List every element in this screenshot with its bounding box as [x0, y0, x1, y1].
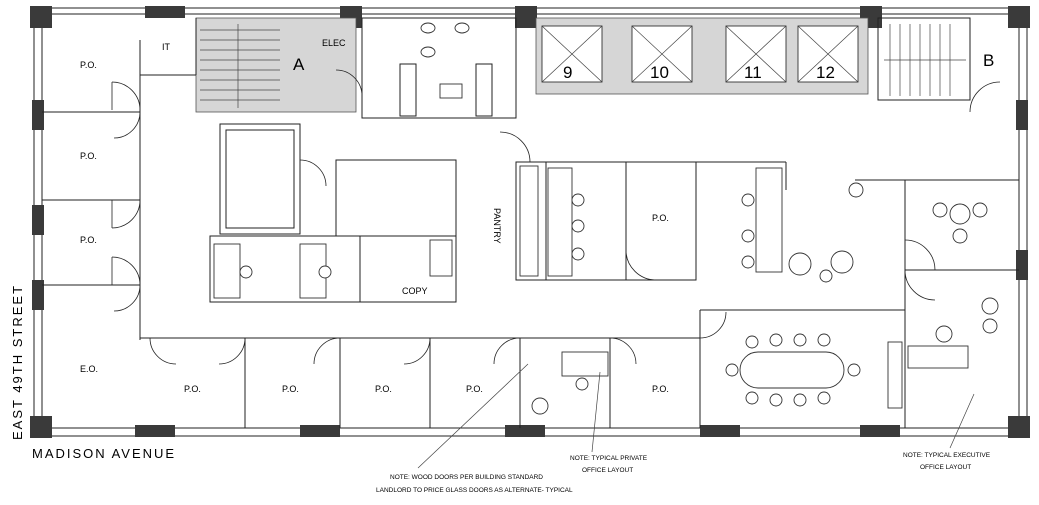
interior-partitions [42, 18, 1019, 428]
elevator-12-label: 12 [816, 63, 835, 82]
exec-office-label: E.O. [80, 364, 98, 374]
stair-a-label: A [293, 55, 305, 74]
restrooms [361, 17, 517, 119]
office-label: P.O. [80, 235, 97, 245]
building-core [195, 17, 971, 235]
furniture [213, 165, 999, 415]
office-label: P.O. [80, 151, 97, 161]
office-label: P.O. [652, 213, 669, 223]
note-private-line1: NOTE: TYPICAL PRIVATE [570, 455, 648, 462]
elevator-10-label: 10 [650, 63, 669, 82]
note-wood-doors-line2: LANDLORD TO PRICE GLASS DOORS AS ALTERNA… [376, 487, 573, 494]
stair-b-label: B [983, 51, 994, 70]
elec-room-label: ELEC [322, 38, 346, 48]
office-label: P.O. [375, 384, 392, 394]
labels: A B 9 10 11 12 IT ELEC COPY PANTRY P.O. … [10, 38, 994, 494]
elevator-11-label: 11 [744, 63, 762, 82]
pantry-label: PANTRY [492, 208, 502, 244]
side-street-label: EAST 49TH STREET [10, 284, 25, 440]
office-label: P.O. [652, 384, 669, 394]
office-label: P.O. [466, 384, 483, 394]
elevator-bank [541, 25, 859, 83]
note-exec-line2: OFFICE LAYOUT [920, 464, 971, 471]
office-label: P.O. [184, 384, 201, 394]
note-exec-line1: NOTE: TYPICAL EXECUTIVE [903, 452, 991, 459]
copy-room-label: COPY [402, 286, 428, 296]
elevator-9-label: 9 [563, 63, 572, 82]
office-label: P.O. [80, 60, 97, 70]
bottom-street-label: MADISON AVENUE [32, 446, 176, 461]
note-private-line2: OFFICE LAYOUT [582, 467, 633, 474]
doors [111, 69, 1001, 365]
office-label: P.O. [282, 384, 299, 394]
note-wood-doors-line1: NOTE: WOOD DOORS PER BUILDING STANDARD [390, 474, 543, 481]
it-room-label: IT [162, 42, 171, 52]
